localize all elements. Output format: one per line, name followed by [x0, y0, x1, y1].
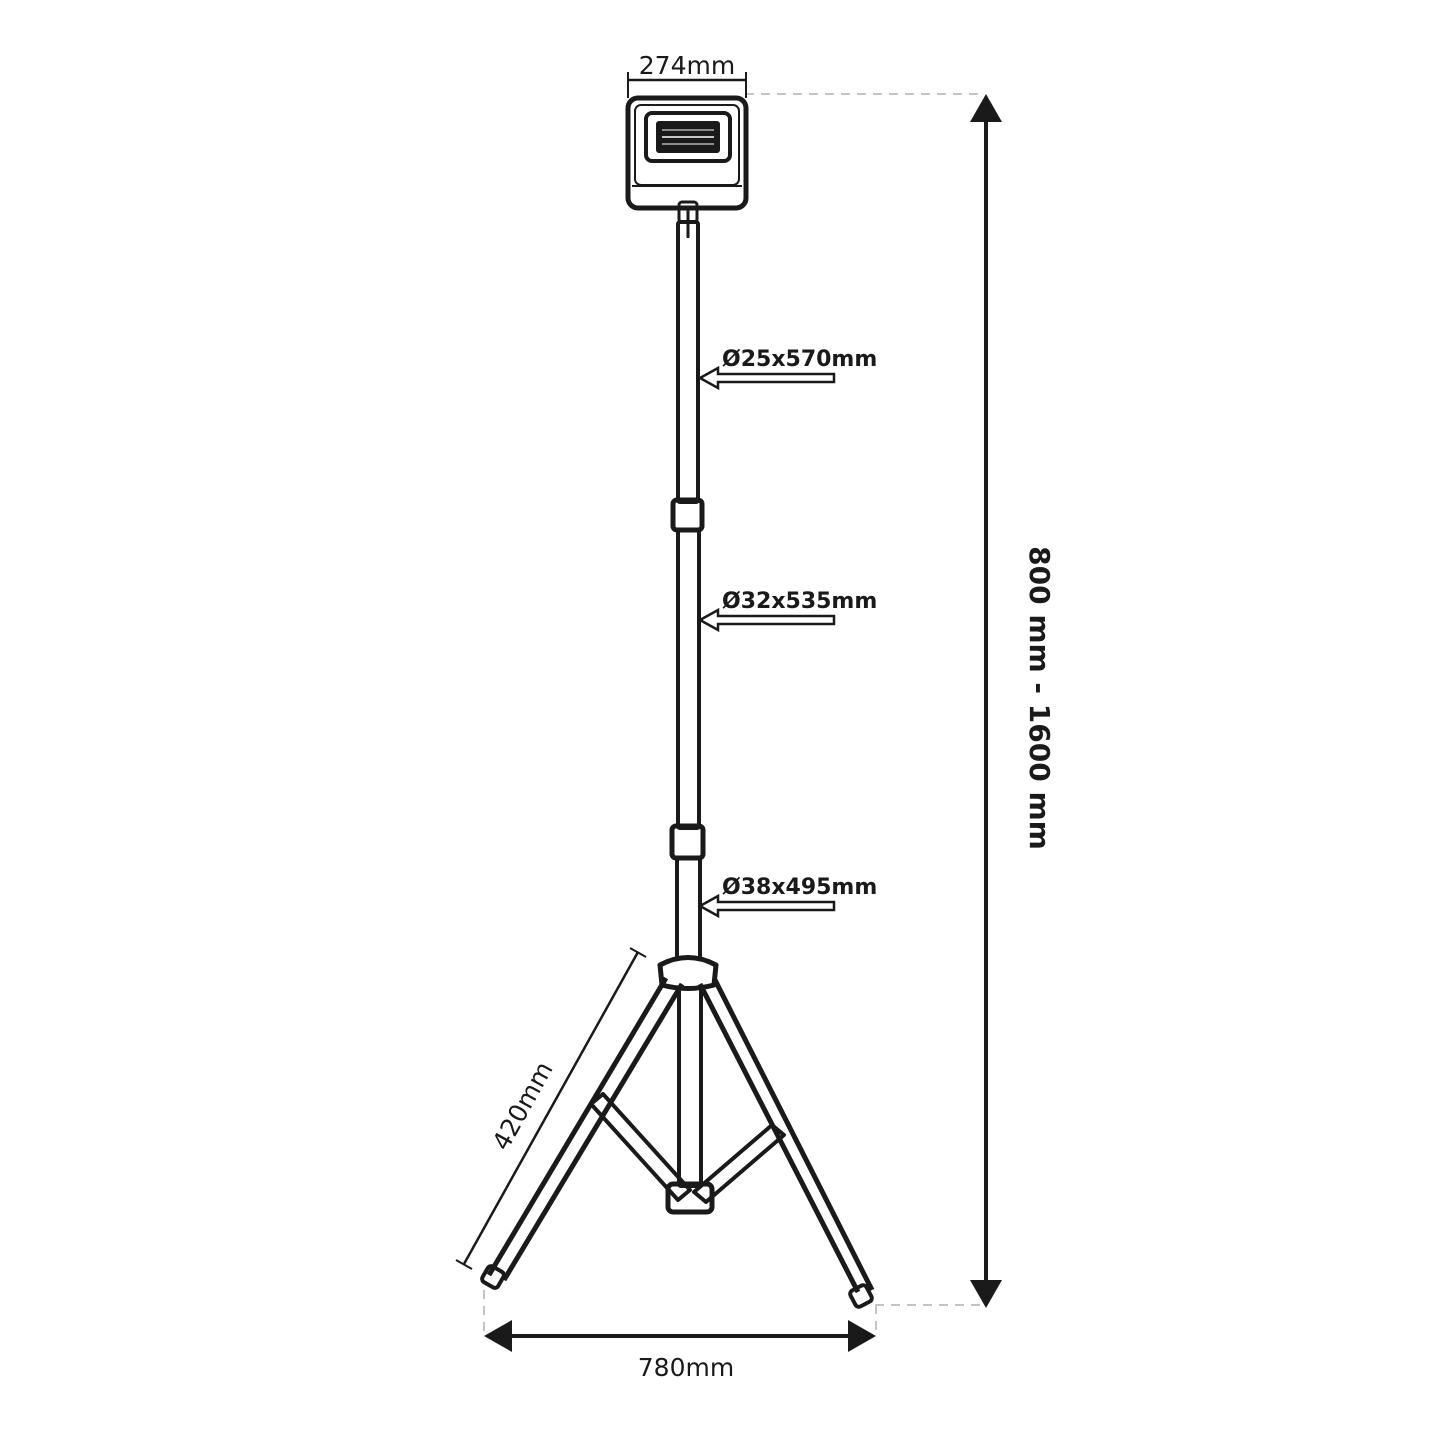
floodlight-head: [625, 95, 749, 238]
height-range-label: 800 mm - 1600 mm: [1023, 546, 1056, 850]
guide-lines: [483, 93, 985, 1335]
telescopic-pole: [669, 220, 706, 960]
base-width-label: 780mm: [638, 1353, 734, 1382]
leg-length-label: 420mm: [487, 1057, 559, 1155]
pointer-middle: [697, 607, 836, 633]
tube-bottom-label: Ø38x495mm: [722, 875, 877, 900]
tube-pointers: [697, 365, 836, 919]
tube-top-label: Ø25x570mm: [722, 347, 877, 372]
dimension-lines: [455, 72, 1002, 1352]
pointer-bottom: [697, 893, 836, 919]
pointer-top: [697, 365, 836, 391]
tube-middle-label: Ø32x535mm: [722, 589, 877, 614]
tripod-base: [480, 955, 875, 1309]
head-width-label: 274mm: [639, 51, 735, 80]
